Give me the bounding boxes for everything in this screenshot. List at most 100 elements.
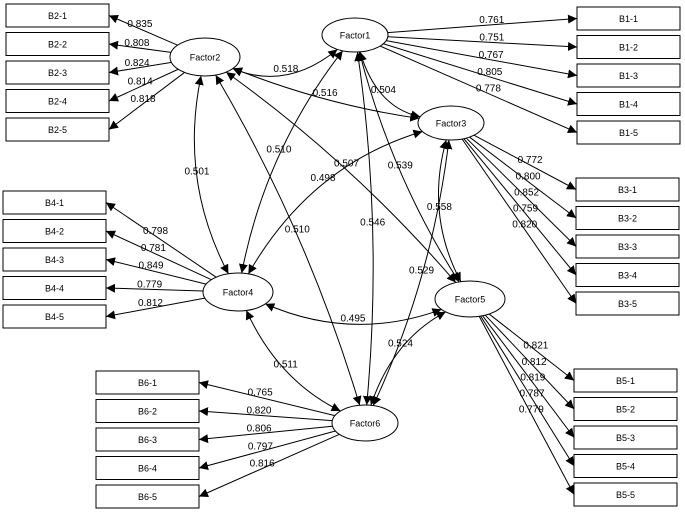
indicator-b3-1-label: B3-1: [618, 185, 637, 195]
loading-value-b3-4: 0.759: [513, 204, 538, 215]
indicator-b6-5-box: B6-5: [95, 484, 200, 509]
indicator-b3-5-rect: [575, 291, 680, 316]
indicator-b3-4-box: B3-4: [575, 263, 680, 287]
indicator-b1-2-box: B1-2: [576, 35, 681, 59]
correlation-value-f4-f6: 0.511: [274, 360, 299, 371]
indicator-b1-4-box: B1-4: [576, 92, 681, 116]
loading-arrow-b6-3: [198, 425, 333, 444]
loading-value-b2-1: 0.835: [127, 19, 152, 30]
indicator-b4-5-box: B4-5: [2, 304, 107, 329]
correlation-f1-f6: [354, 51, 374, 406]
loading-arrow-b4-4: [105, 283, 204, 293]
loading-arrow-b3-5: [461, 138, 577, 304]
correlation-value-f3-f5: 0.558: [427, 202, 452, 213]
loading-arrow-b3-1: [473, 134, 577, 190]
correlation-value-f5-f6: 0.524: [388, 338, 413, 349]
indicator-b4-2-box: B4-2: [2, 219, 107, 243]
indicator-b3-3-label: B3-3: [618, 242, 637, 252]
indicator-b6-4-label: B6-4: [138, 464, 157, 474]
indicator-b3-5-box: B3-5: [575, 291, 680, 316]
loading-arrow-b1-2: [387, 36, 578, 52]
indicator-b2-2-rect: [5, 32, 110, 56]
loading-value-b5-2: 0.812: [522, 357, 547, 368]
indicator-b5-1-label: B5-1: [616, 376, 635, 386]
loading-value-b2-4: 0.814: [128, 77, 153, 88]
indicator-b3-3-box: B3-3: [575, 234, 680, 259]
loading-value-b6-1: 0.765: [248, 387, 273, 398]
indicator-b2-4-box: B2-4: [5, 89, 110, 113]
correlation-value-f1-f3: 0.504: [371, 85, 396, 96]
factor-factor6-label: Factor6: [350, 419, 381, 429]
indicator-b3-5-label: B3-5: [618, 299, 637, 309]
indicator-b1-3-label: B1-3: [619, 71, 638, 81]
factor-factor2-ellipse: [169, 37, 241, 77]
loading-value-b4-1: 0.798: [143, 226, 168, 237]
indicator-b6-1-box: B6-1: [95, 370, 200, 395]
loading-value-b1-3: 0.767: [479, 50, 504, 61]
loading-arrow-b5-4: [480, 315, 575, 467]
indicator-b1-4-rect: [576, 92, 681, 116]
indicator-b4-2-label: B4-2: [45, 227, 64, 237]
indicator-b3-1-rect: [575, 177, 680, 202]
loading-arrow-b1-1: [387, 14, 578, 34]
loading-value-b5-5: 0.779: [519, 404, 544, 415]
indicator-b2-5-label: B2-5: [48, 125, 67, 135]
indicator-b3-2-box: B3-2: [575, 206, 680, 230]
indicator-b6-3-label: B6-3: [138, 435, 157, 445]
indicator-b2-1-rect: [5, 3, 110, 28]
indicator-b1-3-rect: [576, 63, 681, 88]
indicator-b4-4-rect: [2, 276, 107, 300]
indicator-b2-3-rect: [5, 60, 110, 85]
indicator-b2-2-label: B2-2: [48, 40, 67, 50]
indicator-b6-4-box: B6-4: [95, 456, 200, 480]
correlation-f2-f6: [215, 74, 362, 406]
factor-factor6-ellipse: [331, 404, 399, 442]
indicator-b5-3-label: B5-3: [616, 433, 635, 443]
factor-factor4-node: Factor4: [202, 272, 274, 312]
indicator-b3-3-rect: [575, 234, 680, 259]
indicator-b5-4-label: B5-4: [616, 462, 635, 472]
indicator-b5-1-box: B5-1: [573, 368, 678, 393]
indicator-b2-4-label: B2-4: [48, 97, 67, 107]
correlation-f1-f4: [238, 50, 344, 274]
indicator-b4-2-rect: [2, 219, 107, 243]
correlation-f2-f5: [225, 71, 457, 283]
indicator-b5-4-box: B5-4: [573, 454, 678, 478]
loading-arrow-b6-5: [198, 433, 340, 497]
indicator-b2-2-box: B2-2: [5, 32, 110, 56]
indicator-b2-5-rect: [5, 117, 110, 142]
indicator-b5-3-box: B5-3: [573, 425, 678, 450]
loading-value-b5-3: 0.819: [520, 373, 545, 384]
indicator-b6-4-rect: [95, 456, 200, 480]
indicator-b1-2-rect: [576, 35, 681, 59]
loading-value-b4-3: 0.849: [139, 261, 164, 272]
loading-arrow-b6-2: [198, 407, 333, 422]
loading-arrow-b5-2: [484, 314, 575, 410]
factor-factor1-label: Factor1: [340, 31, 371, 41]
factor-factor5-ellipse: [434, 280, 506, 318]
indicator-b5-2-rect: [573, 397, 678, 421]
loading-value-b1-4: 0.805: [477, 67, 502, 78]
correlation-f5-f6: [369, 311, 446, 406]
factor-factor3-ellipse: [417, 105, 485, 141]
indicator-b4-4-box: B4-4: [2, 276, 107, 300]
indicator-b5-4-rect: [573, 454, 678, 478]
correlation-value-f2-f6: 0.510: [285, 224, 310, 235]
factor-factor3-node: Factor3: [417, 105, 485, 141]
indicator-b3-2-rect: [575, 206, 680, 230]
indicator-b5-5-rect: [573, 482, 678, 507]
loading-arrow-b4-5: [105, 297, 205, 320]
indicator-b4-3-box: B4-3: [2, 247, 107, 272]
correlation-value-f4-f5: 0.495: [340, 313, 365, 324]
loading-arrow-b3-3: [465, 137, 577, 247]
indicator-b4-4-label: B4-4: [45, 284, 64, 294]
factor-factor6-node: Factor6: [331, 404, 399, 442]
indicator-b1-1-rect: [576, 6, 681, 31]
indicator-b3-4-label: B3-4: [618, 271, 637, 281]
loading-value-b2-5: 0.818: [130, 94, 155, 105]
indicator-b3-1-box: B3-1: [575, 177, 680, 202]
loading-value-b1-5: 0.778: [476, 84, 501, 95]
factor-factor5-label: Factor5: [455, 295, 486, 305]
indicator-b1-5-label: B1-5: [619, 128, 638, 138]
indicator-b2-1-label: B2-1: [48, 11, 67, 21]
